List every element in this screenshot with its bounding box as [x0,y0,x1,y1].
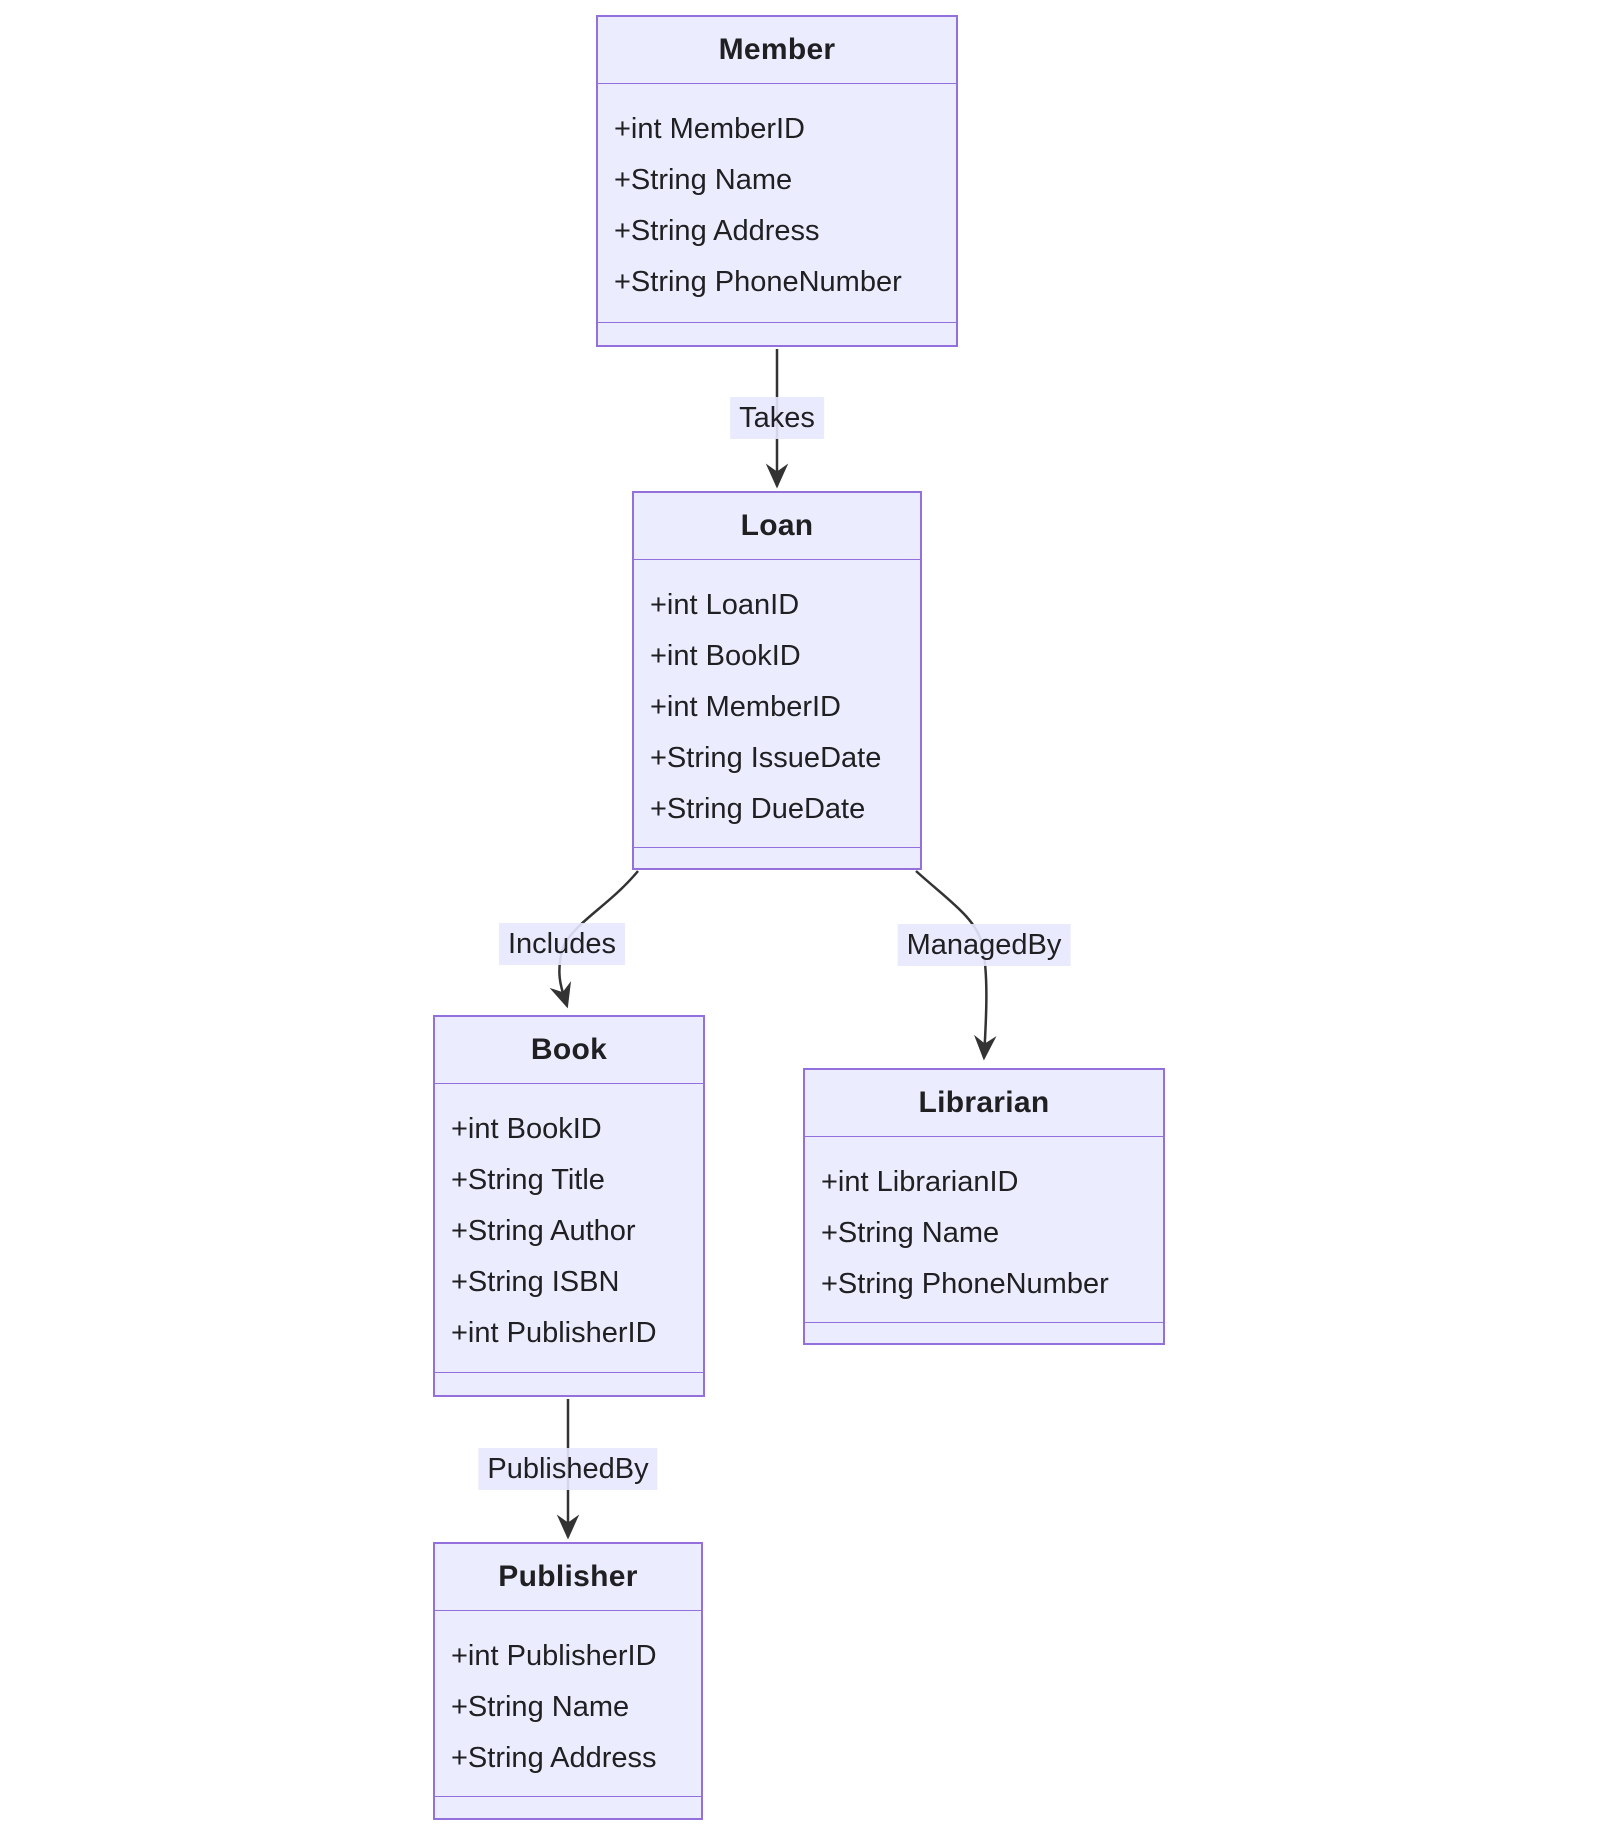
class-attribute: +String Name [451,1691,630,1723]
class-node-loan: Loan +int LoanID +int BookID +int Member… [632,491,922,870]
class-methods-empty [435,1373,703,1395]
class-attribute: +String ISBN [451,1266,620,1298]
class-attribute: +String Author [451,1215,636,1247]
class-attribute: +String Address [451,1742,657,1774]
class-attribute: +String IssueDate [650,742,882,774]
edge-label-includes: Includes [498,923,626,965]
class-methods-empty [634,848,920,870]
class-attributes: +int LibrarianID +String Name +String Ph… [805,1137,1163,1323]
class-attribute: +String PhoneNumber [821,1268,1109,1300]
class-node-publisher: Publisher +int PublisherID +String Name … [433,1542,703,1820]
edge-label-takes: Takes [730,397,824,439]
class-title: Publisher [435,1544,701,1611]
class-methods-empty [805,1323,1163,1345]
class-attribute: +String DueDate [650,793,866,825]
class-node-librarian: Librarian +int LibrarianID +String Name … [803,1068,1165,1345]
class-attribute: +int PublisherID [451,1640,657,1672]
class-attribute: +String PhoneNumber [614,266,902,298]
class-attribute: +String Name [614,164,793,196]
class-node-book: Book +int BookID +String Title +String A… [433,1015,705,1397]
class-title: Loan [634,493,920,560]
class-attribute: +int MemberID [614,113,805,145]
class-attributes: +int LoanID +int BookID +int MemberID +S… [634,560,920,848]
class-title: Librarian [805,1070,1163,1137]
class-attribute: +String Title [451,1164,605,1196]
class-attribute: +int LoanID [650,589,800,621]
class-attribute: +String Name [821,1217,1000,1249]
class-attributes: +int PublisherID +String Name +String Ad… [435,1611,701,1797]
edge-label-managedby: ManagedBy [897,924,1071,966]
class-methods-empty [598,323,956,345]
class-title: Book [435,1017,703,1084]
class-attribute: +String Address [614,215,820,247]
class-attributes: +int MemberID +String Name +String Addre… [598,84,956,323]
class-methods-empty [435,1797,701,1819]
class-attribute: +int PublisherID [451,1317,657,1349]
class-attribute: +int LibrarianID [821,1166,1019,1198]
class-node-member: Member +int MemberID +String Name +Strin… [596,15,958,347]
edge-label-publishedby: PublishedBy [478,1448,658,1490]
class-attribute: +int MemberID [650,691,841,723]
class-attribute: +int BookID [650,640,801,672]
class-attributes: +int BookID +String Title +String Author… [435,1084,703,1373]
class-attribute: +int BookID [451,1113,602,1145]
class-title: Member [598,17,956,84]
